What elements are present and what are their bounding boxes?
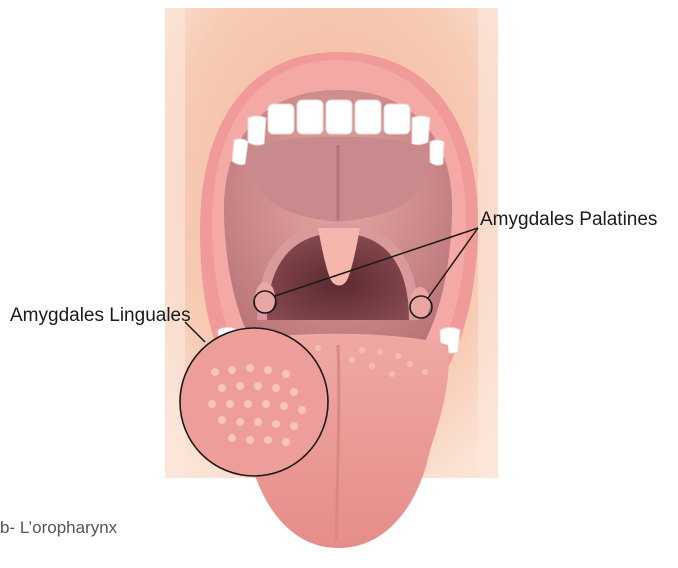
palatine-tonsil-left [255,282,275,314]
label-lingual-tonsils: Amygdales Linguales [10,306,191,325]
figure-caption: b- L’oropharynx [0,519,117,536]
lingual-tonsil-zoom [180,328,328,476]
label-palatine-tonsils: Amygdales Palatines [480,210,657,229]
